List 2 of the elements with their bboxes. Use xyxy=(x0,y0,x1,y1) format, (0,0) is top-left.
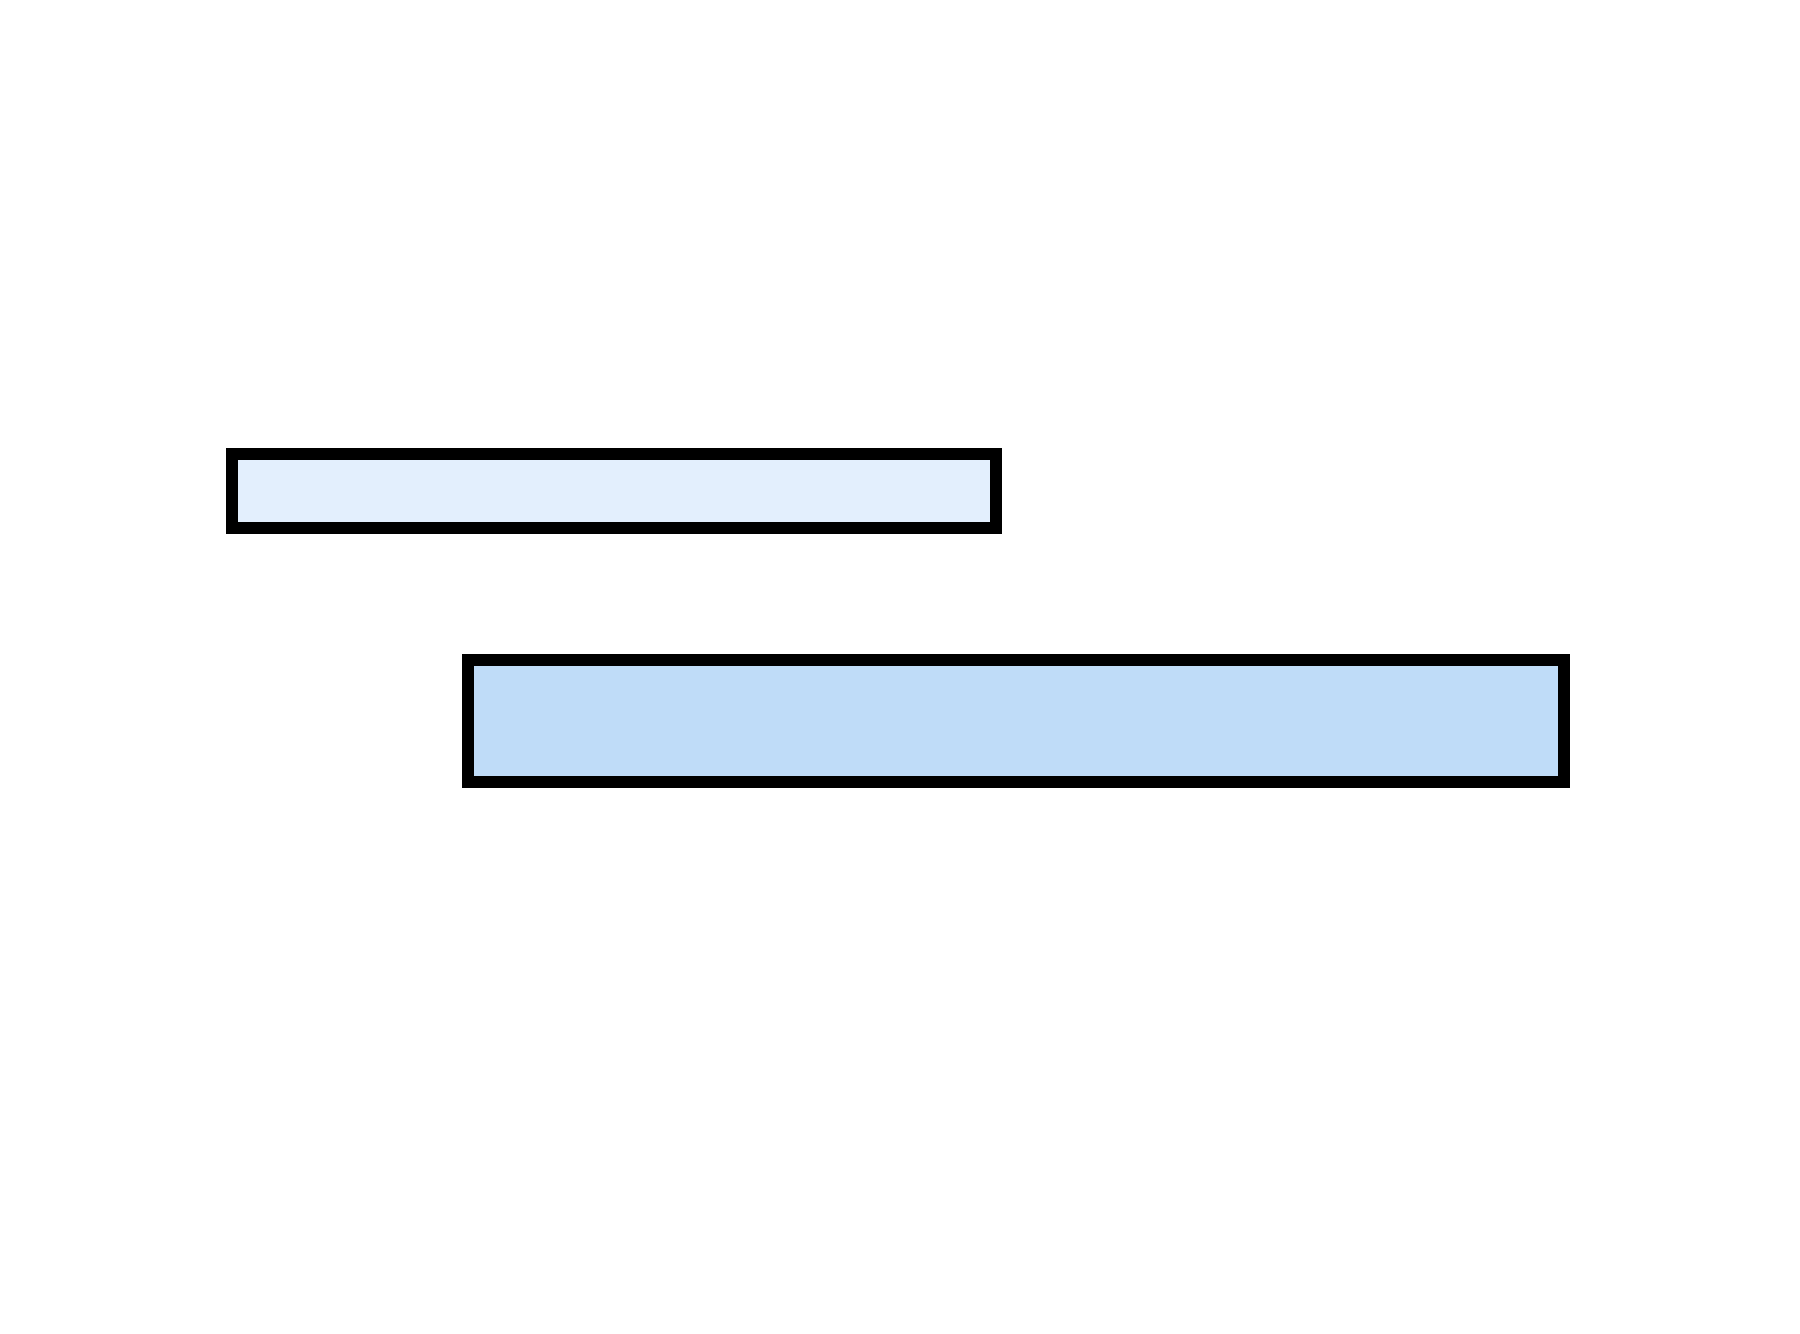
bar xyxy=(226,448,1002,534)
bar xyxy=(462,654,1570,788)
